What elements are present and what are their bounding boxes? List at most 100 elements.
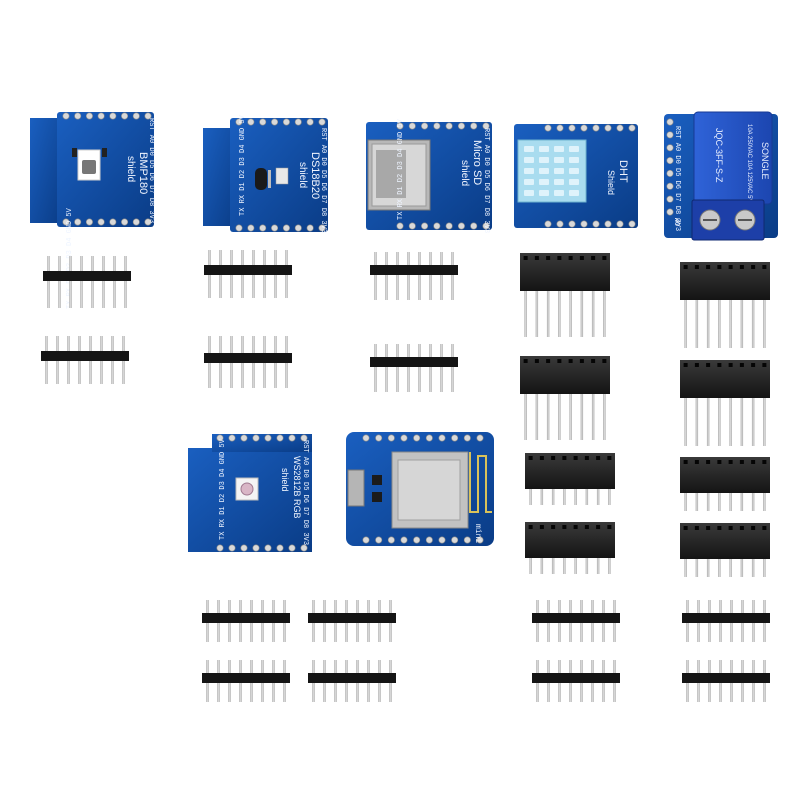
header-pin: [729, 493, 732, 511]
male-pin-header: [43, 256, 131, 308]
socket-hole: [739, 265, 744, 269]
header-pin: [47, 256, 50, 308]
grille-slot: [569, 168, 579, 174]
socket-hole: [607, 525, 612, 529]
relay-model: JQC-3FF-S-Z: [714, 128, 724, 183]
bmp180-shield: RST A0 D0 D5 D6 D7 D8 3V3 TX RX D1 D2 D3…: [30, 112, 155, 309]
header-pin: [763, 493, 766, 511]
pin-hole: [413, 536, 421, 544]
header-plastic: [204, 265, 292, 275]
header-pin: [763, 398, 766, 446]
header-pin: [524, 394, 527, 440]
d1-mini-label: mini: [473, 524, 482, 543]
pin-hole: [62, 218, 70, 226]
socket-hole: [573, 456, 578, 460]
pin-hole: [445, 122, 453, 130]
pin-hole: [288, 434, 296, 442]
pin-hole: [433, 122, 441, 130]
header-pin: [603, 394, 606, 440]
relay-brand: SONGLE: [760, 142, 770, 180]
pin-hole: [144, 218, 152, 226]
ds18b20-bottom-pins: TX RX D1 D2 D3 D4 GND 5V: [239, 114, 247, 216]
header-pin: [580, 394, 584, 440]
socket-hole: [546, 256, 551, 260]
header-pin: [418, 252, 421, 300]
header-plastic: [43, 271, 131, 281]
header-pin: [695, 398, 699, 446]
header-pin: [751, 398, 755, 446]
socket-hole: [728, 363, 733, 367]
socket-hole: [694, 460, 699, 464]
dht-pin-holes: [544, 124, 636, 228]
grille-slot: [569, 179, 579, 185]
pin-hole: [235, 224, 243, 232]
header-pin: [729, 300, 732, 348]
pin-hole: [396, 222, 404, 230]
header-plastic: [41, 351, 129, 361]
pin-hole: [252, 434, 260, 442]
header-plastic: [202, 673, 290, 683]
stacking-female-header: [680, 262, 770, 348]
pin-hole: [425, 536, 433, 544]
socket-hole: [562, 456, 567, 460]
socket-hole: [694, 265, 699, 269]
pin-hole: [318, 224, 326, 232]
pin-hole: [85, 218, 93, 226]
grille-slot: [569, 190, 579, 196]
pin-hole: [362, 536, 370, 544]
pin-hole: [300, 434, 308, 442]
header-pin: [751, 559, 755, 577]
header-pin: [546, 291, 550, 337]
pin-hole: [421, 122, 429, 130]
relay-corner-label: OM: [675, 218, 683, 226]
microsd-pin-holes: [396, 122, 490, 230]
pin-hole: [271, 118, 279, 126]
header-pin: [569, 394, 572, 440]
header-pin: [729, 559, 732, 577]
grille-slot: [539, 190, 549, 196]
male-pin-header: [308, 660, 396, 702]
header-pin: [706, 398, 710, 446]
dht-subtitle: Shield: [606, 170, 616, 195]
socket-hole: [683, 526, 688, 530]
pin-hole: [276, 434, 284, 442]
relay-side-pins: RST A0 D0 D5 D6 D7 D8 3V3: [673, 126, 681, 231]
socket-hole: [579, 256, 584, 260]
relay-spec: 10A 250VAC 10A 125VAC 5VDC: [746, 124, 752, 212]
pin-hole: [144, 112, 152, 120]
pin-hole: [247, 224, 255, 232]
pin-hole: [294, 224, 302, 232]
socket-hole: [762, 460, 767, 464]
header-pin: [551, 558, 555, 574]
microsd-shield: RST A0 D0 D5 D6 D7 D8 3V3 TX RX D1 D2 D3…: [366, 118, 492, 233]
pin-hole: [476, 536, 484, 544]
microsd-bottom-pins: TX RX D1 D2 D3 D4 GND 5V: [397, 118, 405, 220]
socket-hole: [528, 456, 533, 460]
header-pin: [385, 344, 388, 392]
header-pin: [740, 300, 744, 348]
pin-hole: [592, 124, 600, 132]
header-pin: [440, 344, 443, 392]
male-pin-header: [532, 660, 620, 702]
pin-hole: [375, 434, 383, 442]
header-pin: [540, 558, 544, 574]
header-plastic: [532, 613, 620, 623]
grille-slot: [569, 146, 579, 152]
grille-slot: [554, 190, 564, 196]
header-pin: [591, 394, 595, 440]
pin-hole: [438, 536, 446, 544]
pin-hole: [666, 157, 674, 165]
header-pin: [396, 344, 399, 392]
ds18b20-pin-holes: [235, 118, 326, 232]
header-plastic: [202, 613, 290, 623]
ws2812b-subtitle: shield: [280, 468, 290, 492]
grille-slot: [554, 157, 564, 163]
pin-hole: [628, 220, 636, 228]
header-pin: [718, 300, 721, 348]
grille-slot: [554, 168, 564, 174]
socket-hole: [751, 526, 756, 530]
ws2812b-pin-holes: [216, 434, 308, 552]
pin-hole: [396, 122, 404, 130]
header-pin: [574, 558, 577, 574]
header-plastic: [308, 613, 396, 623]
